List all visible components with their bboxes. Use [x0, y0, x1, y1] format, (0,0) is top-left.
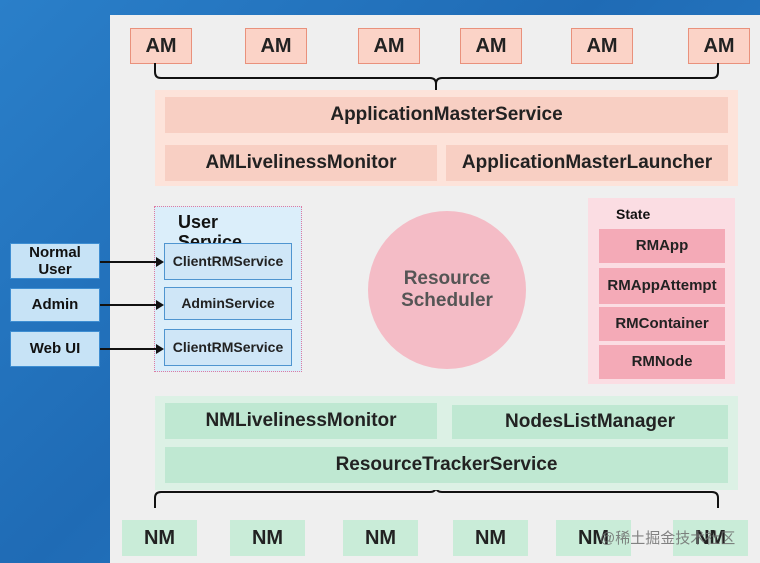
am-node: AM: [245, 28, 307, 64]
state-rmapp: RMApp: [599, 229, 725, 263]
application-master-launcher: ApplicationMasterLauncher: [446, 145, 728, 181]
nm-node: NM: [122, 520, 197, 556]
client-rm-service: ClientRMService: [164, 243, 292, 280]
nm-node: NM: [230, 520, 305, 556]
resource-tracker-service: ResourceTrackerService: [165, 447, 728, 483]
am-node: AM: [358, 28, 420, 64]
client-rm-service: ClientRMService: [164, 329, 292, 366]
state-machine-title: State Machine: [616, 206, 672, 224]
am-liveliness-monitor: AMLivelinessMonitor: [165, 145, 437, 181]
client-web-ui: Web UI: [10, 331, 100, 367]
state-rmcontainer: RMContainer: [599, 307, 725, 341]
nodes-list-manager: NodesListManager: [452, 405, 728, 439]
client-admin: Admin: [10, 288, 100, 322]
nm-node: NM: [556, 520, 631, 556]
am-node: AM: [460, 28, 522, 64]
state-rmappattempt: RMAppAttempt: [599, 268, 725, 304]
client-normal-user: Normal User: [10, 243, 100, 279]
arrow-web-ui: [100, 344, 164, 354]
admin-service: AdminService: [164, 287, 292, 320]
am-node: AM: [688, 28, 750, 64]
nm-liveliness-monitor: NMLivelinessMonitor: [165, 403, 437, 439]
am-node: AM: [130, 28, 192, 64]
arrow-admin: [100, 300, 164, 310]
nm-node: NM: [453, 520, 528, 556]
nm-node: NM: [343, 520, 418, 556]
state-rmnode: RMNode: [599, 345, 725, 379]
application-master-service: ApplicationMasterService: [165, 97, 728, 133]
watermark: @稀土掘金技术社区: [600, 530, 736, 547]
arrow-normal-user: [100, 257, 164, 267]
am-node: AM: [571, 28, 633, 64]
nm-node: NM: [673, 520, 748, 556]
resource-scheduler: Resource Scheduler: [368, 211, 526, 369]
